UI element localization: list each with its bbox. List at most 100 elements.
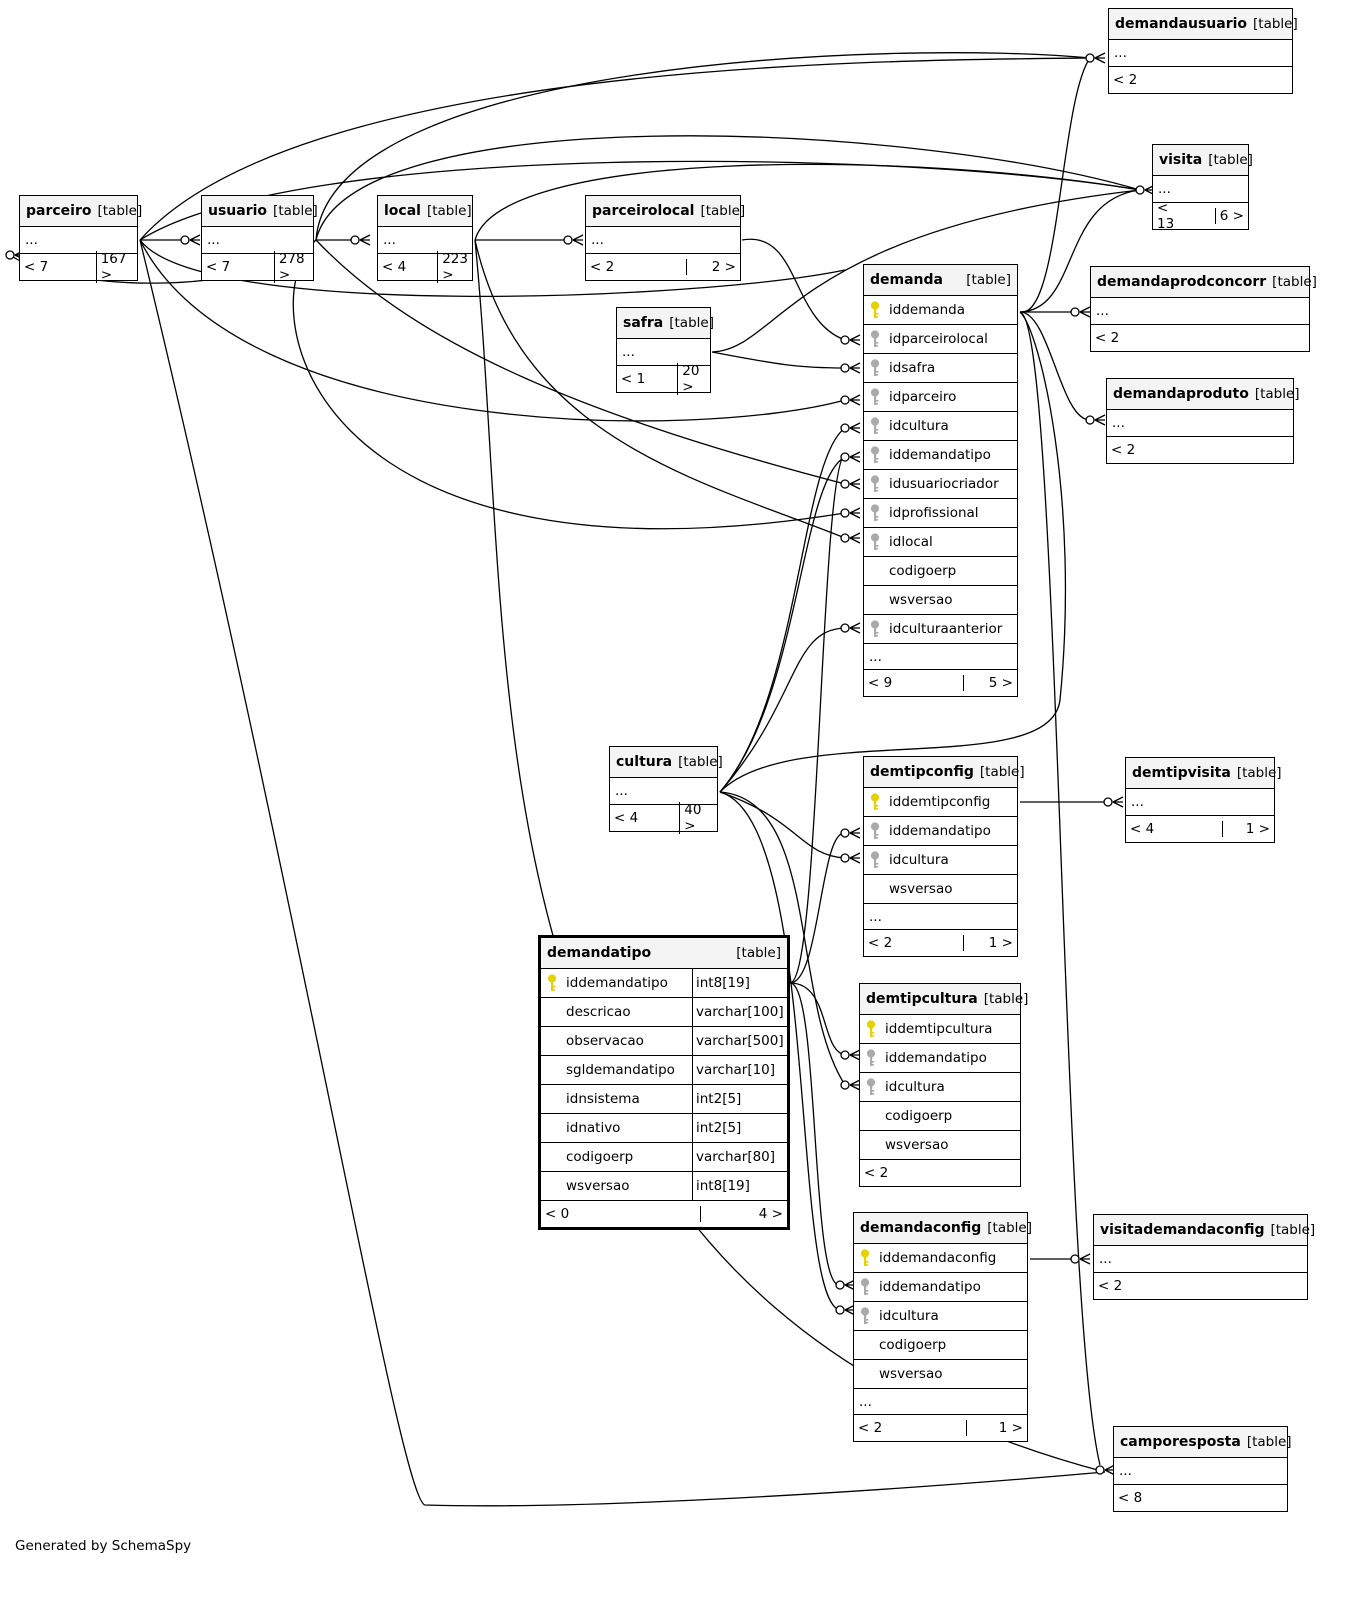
column-name: idparceirolocal <box>889 331 988 347</box>
relationship-line <box>719 791 841 1311</box>
child-count: 278 > <box>273 251 313 283</box>
column-row[interactable]: codigoerp <box>854 1331 1027 1360</box>
table-name[interactable]: demtipvisita <box>1132 765 1231 781</box>
optional-many-marker <box>840 334 861 346</box>
relationship-line <box>711 189 1141 353</box>
parent-count: < 9 <box>868 675 893 691</box>
table-demandaproduto[interactable]: demandaproduto[table]...< 2 <box>1106 378 1300 464</box>
column-row[interactable]: iddemandaconfig <box>854 1244 1027 1273</box>
primary-key-icon <box>854 1249 876 1267</box>
column-row[interactable]: codigoerp <box>860 1102 1020 1131</box>
relationship-line <box>741 238 846 341</box>
column-row[interactable]: idcultura <box>864 412 1017 441</box>
column-name: idparceiro <box>889 389 957 405</box>
column-ellipsis: ... <box>610 778 717 805</box>
table-name[interactable]: visitademandaconfig <box>1100 1222 1265 1238</box>
column-name: idsafra <box>889 360 936 376</box>
table-name[interactable]: usuario <box>208 203 268 219</box>
column-row[interactable]: idculturaanterior <box>864 615 1017 644</box>
column-row[interactable]: idcultura <box>864 846 1017 875</box>
column-row[interactable]: idparceirolocal <box>864 325 1017 354</box>
column-row[interactable]: idcultura <box>860 1073 1020 1102</box>
child-count: 1 > <box>962 935 1017 951</box>
table-name[interactable]: demanda <box>870 272 943 288</box>
column-type: varchar[80] <box>692 1143 787 1171</box>
column-ellipsis: ... <box>20 227 137 254</box>
table-name[interactable]: safra <box>623 315 664 331</box>
table-name[interactable]: demtipconfig <box>870 764 974 780</box>
column-row[interactable]: iddemandatipo <box>854 1273 1027 1302</box>
table-header: demandaconfig[table] <box>854 1213 1032 1244</box>
column-row[interactable]: idparceiro <box>864 383 1017 412</box>
table-name[interactable]: demandaprodconcorr <box>1097 274 1267 290</box>
table-name[interactable]: demandatipo <box>547 945 652 961</box>
column-row[interactable]: iddemanda <box>864 296 1017 325</box>
foreign-key-icon <box>864 417 886 435</box>
table-name[interactable]: demandaconfig <box>860 1220 982 1236</box>
relationship-line <box>139 57 1091 241</box>
table-visitademandaconfig[interactable]: visitademandaconfig[table]...< 2 <box>1093 1214 1315 1300</box>
column-row[interactable]: wsversao <box>854 1360 1027 1389</box>
table-name[interactable]: visita <box>1159 152 1203 168</box>
column-row[interactable]: idusuariocriador <box>864 470 1017 499</box>
table-header: cultura[table] <box>610 747 723 778</box>
table-type-label: [table] <box>983 991 1029 1007</box>
table-header: visita[table] <box>1153 145 1253 176</box>
table-name[interactable]: parceirolocal <box>592 203 695 219</box>
column-row[interactable]: idcultura <box>854 1302 1027 1331</box>
column-row[interactable]: iddemandatipo <box>860 1044 1020 1073</box>
table-name[interactable]: camporesposta <box>1120 1434 1241 1450</box>
table-demandaprodconcorr[interactable]: demandaprodconcorr[table]...< 2 <box>1090 266 1317 352</box>
column-ellipsis: ... <box>864 644 1017 670</box>
table-type-label: [table] <box>97 203 143 219</box>
column-row[interactable]: idprofissional <box>864 499 1017 528</box>
relationship-line <box>315 52 1091 241</box>
table-name[interactable]: demandaproduto <box>1113 386 1249 402</box>
column-row[interactable]: wsversao <box>860 1131 1020 1160</box>
column-row[interactable]: codigoerp <box>864 557 1017 586</box>
column-row[interactable]: iddemandatipo <box>864 817 1017 846</box>
table-camporesposta[interactable]: camporesposta[table]...< 8 <box>1113 1426 1292 1512</box>
table-name[interactable]: demtipcultura <box>866 991 978 1007</box>
table-name[interactable]: parceiro <box>26 203 92 219</box>
table-name[interactable]: demandausuario <box>1115 16 1248 32</box>
column-row[interactable]: idlocal <box>864 528 1017 557</box>
table-type-label: [table] <box>736 945 781 961</box>
table-demandausuario[interactable]: demandausuario[table]...< 2 <box>1108 8 1298 94</box>
child-count: 2 > <box>685 259 740 275</box>
column-row[interactable]: iddemtipconfig <box>864 788 1017 817</box>
column-row[interactable]: wsversao <box>864 875 1017 904</box>
table-name[interactable]: local <box>384 203 421 219</box>
foreign-key-icon <box>864 388 886 406</box>
column-row[interactable]: idsafra <box>864 354 1017 383</box>
column-row[interactable]: wsversao <box>864 586 1017 615</box>
child-count: 167 > <box>95 251 137 283</box>
primary-key-icon <box>860 1020 882 1038</box>
column-row[interactable]: iddemtipcultura <box>860 1015 1020 1044</box>
column-row[interactable]: iddemandatipo <box>864 441 1017 470</box>
table-name[interactable]: cultura <box>616 754 673 770</box>
